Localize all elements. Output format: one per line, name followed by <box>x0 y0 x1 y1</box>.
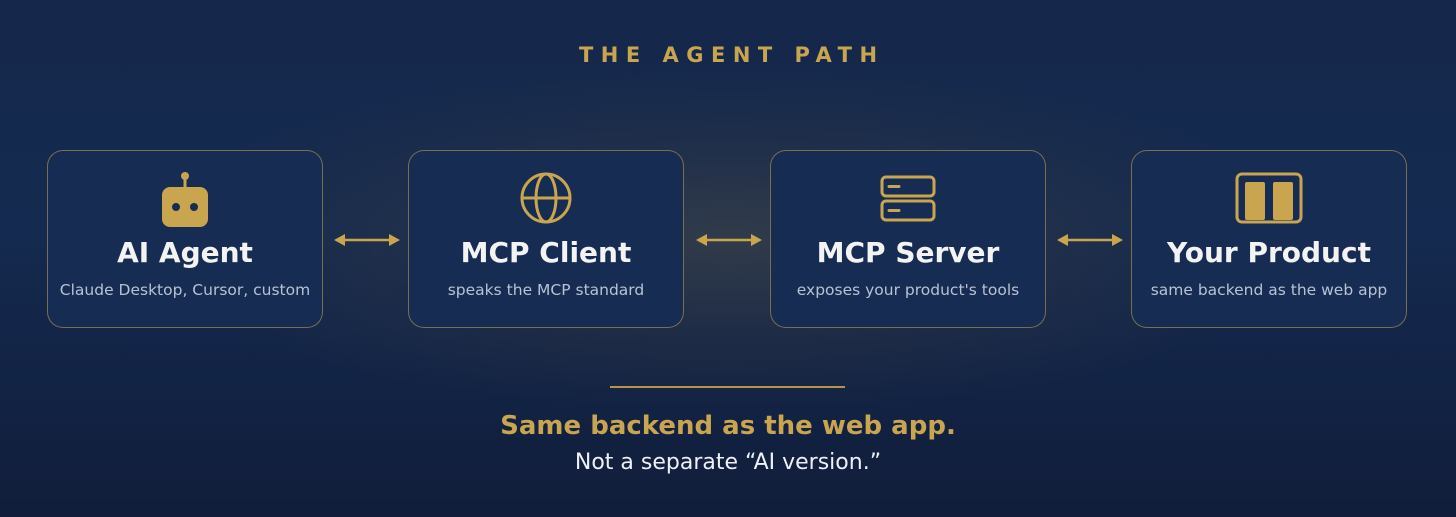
bidirectional-arrow <box>334 234 400 246</box>
node-title: AI Agent <box>117 236 253 269</box>
bidirectional-arrow <box>1057 234 1123 246</box>
node-ai-agent: AI Agent Claude Desktop, Cursor, custom <box>47 150 323 328</box>
node-mcp-client: MCP Client speaks the MCP standard <box>408 150 684 328</box>
product-icon <box>1132 151 1406 231</box>
node-title: MCP Client <box>460 236 632 269</box>
bidirectional-arrow <box>696 234 762 246</box>
robot-icon <box>48 151 322 231</box>
node-your-product: Your Product same backend as the web app <box>1131 150 1407 328</box>
node-mcp-server: MCP Server exposes your product's tools <box>770 150 1046 328</box>
node-subtitle: same backend as the web app <box>1150 281 1388 299</box>
footer-headline: Same backend as the web app. <box>500 411 956 441</box>
globe-icon <box>409 151 683 231</box>
diagram-heading: THE AGENT PATH <box>578 43 885 67</box>
node-subtitle: exposes your product's tools <box>796 281 1020 299</box>
footer-subline: Not a separate “AI version.” <box>574 450 882 475</box>
node-subtitle: speaks the MCP standard <box>447 281 645 299</box>
server-icon <box>771 151 1045 231</box>
divider-line <box>610 386 845 388</box>
node-title: Your Product <box>1167 236 1371 269</box>
node-subtitle: Claude Desktop, Cursor, custom <box>59 281 311 299</box>
node-title: MCP Server <box>816 236 1000 269</box>
